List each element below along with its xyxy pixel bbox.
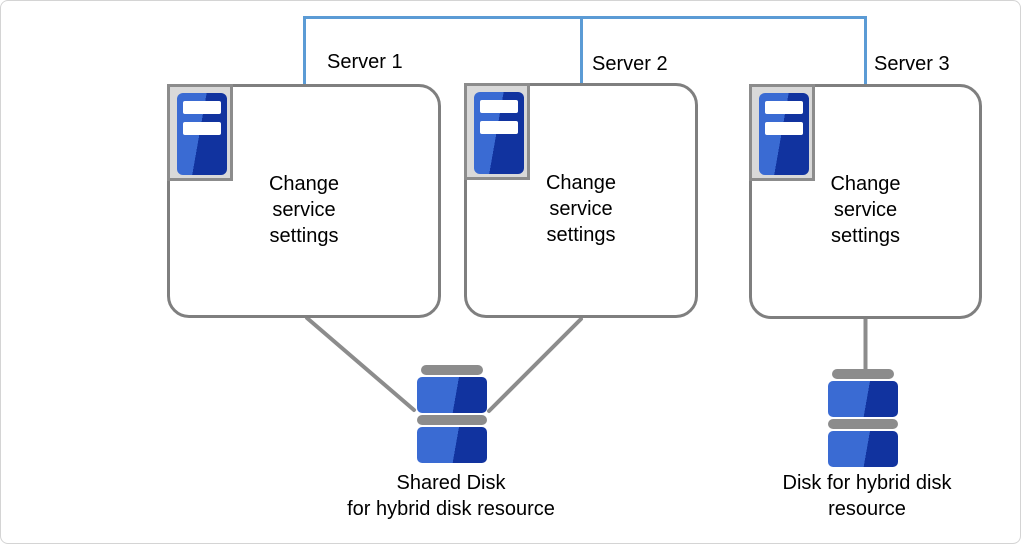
disk-bar bbox=[417, 415, 487, 425]
server2-box: Change service settings bbox=[464, 83, 698, 318]
server-icon bbox=[749, 84, 815, 181]
disk-cap bbox=[832, 369, 894, 379]
disk-platter bbox=[828, 381, 898, 417]
server1-action-text: Change service settings bbox=[268, 173, 340, 247]
server1-box: Change service settings bbox=[167, 84, 441, 318]
server3-action-text: Change service settings bbox=[830, 173, 901, 247]
hybrid-disk-icon bbox=[828, 369, 898, 467]
server-icon bbox=[167, 84, 233, 181]
disk-cap bbox=[421, 365, 483, 375]
server-slot-icon bbox=[480, 121, 518, 134]
server-slot-icon bbox=[765, 122, 803, 135]
server-slot-icon bbox=[480, 100, 518, 113]
server-slot-icon bbox=[183, 101, 221, 114]
server-slot-icon bbox=[183, 122, 221, 135]
server1-disk-connector bbox=[305, 316, 416, 412]
server-slot-icon bbox=[765, 101, 803, 114]
server2-disk-connector bbox=[487, 317, 583, 413]
server3-label: Server 3 bbox=[874, 53, 950, 75]
server-tower-icon bbox=[759, 93, 809, 175]
disk-platter bbox=[417, 377, 487, 413]
hybrid-disk-label: Disk for hybrid disk resource bbox=[782, 472, 952, 520]
server-tower-icon bbox=[177, 93, 227, 175]
disk-platter bbox=[417, 427, 487, 463]
server2-action-text: Change service settings bbox=[545, 172, 617, 246]
server-icon bbox=[464, 83, 530, 180]
server3-box: Change service settings bbox=[749, 84, 982, 319]
server1-label: Server 1 bbox=[327, 51, 403, 73]
shared-disk-icon bbox=[417, 365, 487, 463]
disk-bar bbox=[828, 419, 898, 429]
network-line bbox=[303, 16, 867, 84]
server2-label: Server 2 bbox=[592, 53, 668, 75]
shared-disk-label: Shared Disk for hybrid disk resource bbox=[347, 472, 555, 520]
server-tower-icon bbox=[474, 92, 524, 174]
disk-platter bbox=[828, 431, 898, 467]
